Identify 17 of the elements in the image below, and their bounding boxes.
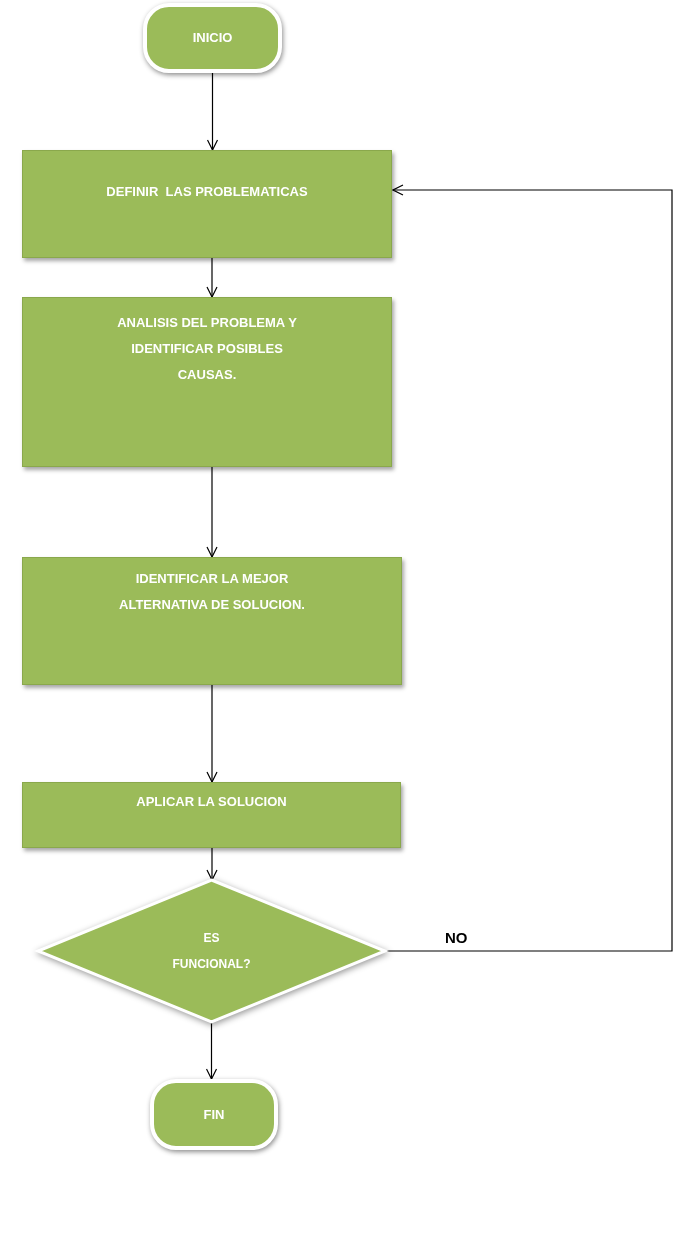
arrow — [206, 847, 218, 881]
process-box — [22, 782, 401, 848]
arrow — [206, 257, 218, 298]
arrow — [206, 684, 218, 783]
arrow — [206, 466, 218, 558]
node-text: IDENTIFICAR LA MEJOR ALTERNATIVA DE SOLUCION. — [119, 571, 305, 612]
node-text: INICIO — [192, 29, 233, 47]
node-text: DEFINIR LAS PROBLEMATICAS — [106, 184, 308, 199]
process-box — [22, 557, 402, 685]
arrow — [206, 72, 219, 151]
node-text: FIN — [203, 1105, 225, 1124]
process-box — [22, 150, 392, 258]
process-box — [22, 297, 392, 467]
node-text: APLICAR LA SOLUCION — [136, 794, 287, 809]
node-text: ES FUNCIONAL? — [171, 930, 252, 973]
arrow — [205, 1021, 218, 1080]
node-text: ANALISIS DEL PROBLEMA Y IDENTIFICAR POSIBLES CAUSAS. — [117, 315, 298, 382]
